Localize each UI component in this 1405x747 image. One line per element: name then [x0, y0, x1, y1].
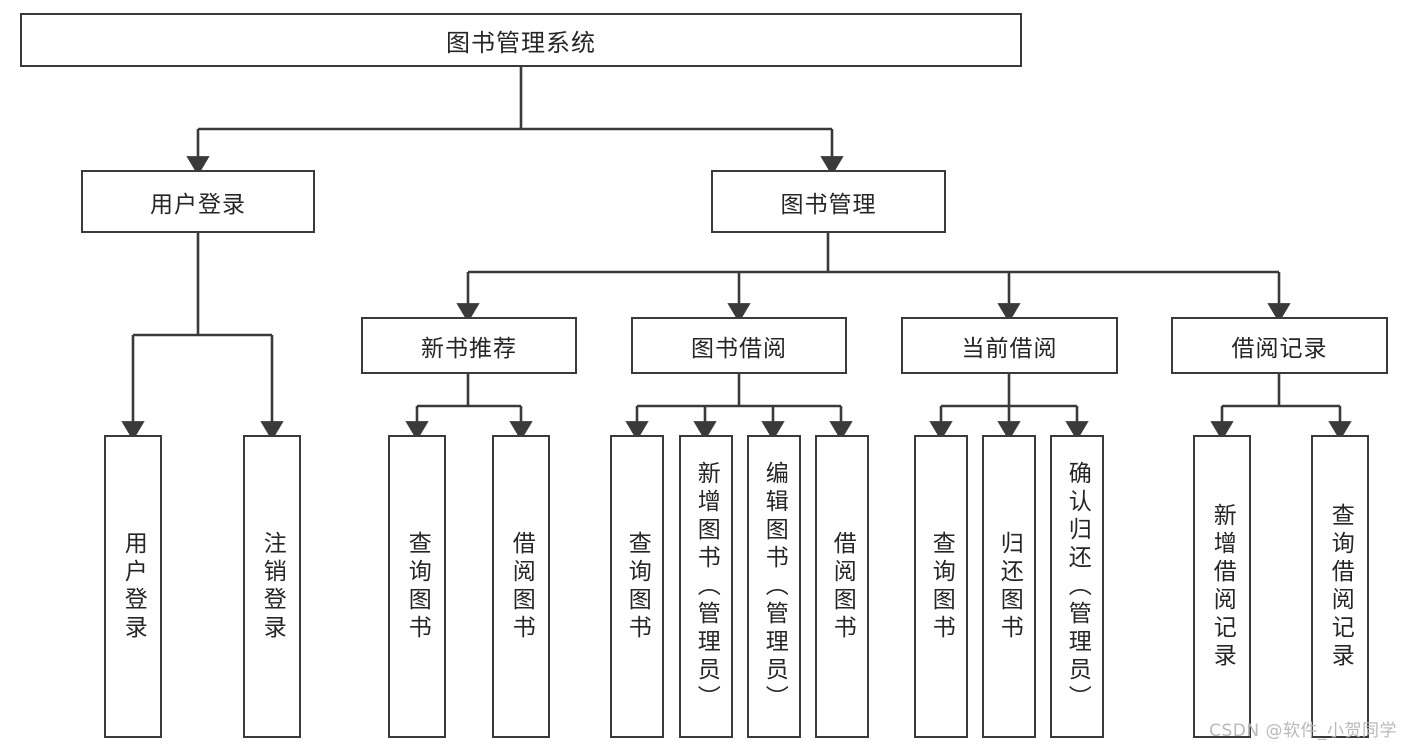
node-label: 用户登录	[120, 530, 147, 643]
node-current-borrow[interactable]: 当前借阅	[901, 317, 1118, 374]
node-label: 注销登录	[259, 530, 286, 643]
node-label: 归还图书	[996, 530, 1023, 643]
leaf-current-borrow-confirm-return-admin[interactable]: 确认归还（管理员）	[1050, 435, 1104, 738]
leaf-borrow-record-query-record[interactable]: 查询借阅记录	[1311, 435, 1369, 738]
node-label: 查询借阅记录	[1327, 502, 1354, 671]
node-label: 图书借阅	[691, 335, 787, 362]
node-label: 图书管理系统	[446, 28, 596, 57]
node-label: 新增借阅记录	[1209, 502, 1236, 671]
leaf-user-login-logout[interactable]: 注销登录	[243, 435, 301, 738]
leaf-current-borrow-query-book[interactable]: 查询图书	[914, 435, 968, 738]
node-label: 新书推荐	[421, 335, 517, 362]
csdn-watermark: CSDN @软件_小贺同学	[1209, 721, 1397, 741]
node-label: 查询图书	[928, 530, 955, 643]
node-label: 新增图书（管理员）	[693, 460, 720, 713]
leaf-book-borrow-add-book-admin[interactable]: 新增图书（管理员）	[679, 435, 733, 738]
node-label: 借阅记录	[1231, 335, 1328, 362]
leaf-book-borrow-edit-book-admin[interactable]: 编辑图书（管理员）	[747, 435, 801, 738]
node-label: 借阅图书	[829, 530, 856, 643]
node-label: 用户登录	[150, 191, 246, 218]
leaf-new-book-query-book[interactable]: 查询图书	[388, 435, 446, 738]
node-label: 图书管理	[780, 191, 877, 218]
node-label: 借阅图书	[508, 530, 535, 643]
node-label: 确认归还（管理员）	[1064, 460, 1091, 713]
node-label: 查询图书	[624, 530, 651, 643]
node-label: 编辑图书（管理员）	[761, 460, 788, 713]
leaf-book-borrow-query-book[interactable]: 查询图书	[610, 435, 664, 738]
leaf-borrow-record-add-record[interactable]: 新增借阅记录	[1193, 435, 1251, 738]
node-root-book-management-system[interactable]: 图书管理系统	[20, 13, 1022, 67]
node-new-book-recommend[interactable]: 新书推荐	[361, 317, 577, 374]
node-book-management[interactable]: 图书管理	[711, 170, 946, 233]
leaf-user-login-login[interactable]: 用户登录	[104, 435, 162, 738]
node-label: 查询图书	[404, 530, 431, 643]
leaf-book-borrow-borrow-book[interactable]: 借阅图书	[815, 435, 869, 738]
leaf-current-borrow-return-book[interactable]: 归还图书	[982, 435, 1036, 738]
node-book-borrow[interactable]: 图书借阅	[631, 317, 847, 374]
node-label: 当前借阅	[961, 335, 1058, 362]
node-user-login[interactable]: 用户登录	[81, 170, 315, 233]
leaf-new-book-borrow-book[interactable]: 借阅图书	[492, 435, 550, 738]
node-borrow-record[interactable]: 借阅记录	[1171, 317, 1388, 374]
